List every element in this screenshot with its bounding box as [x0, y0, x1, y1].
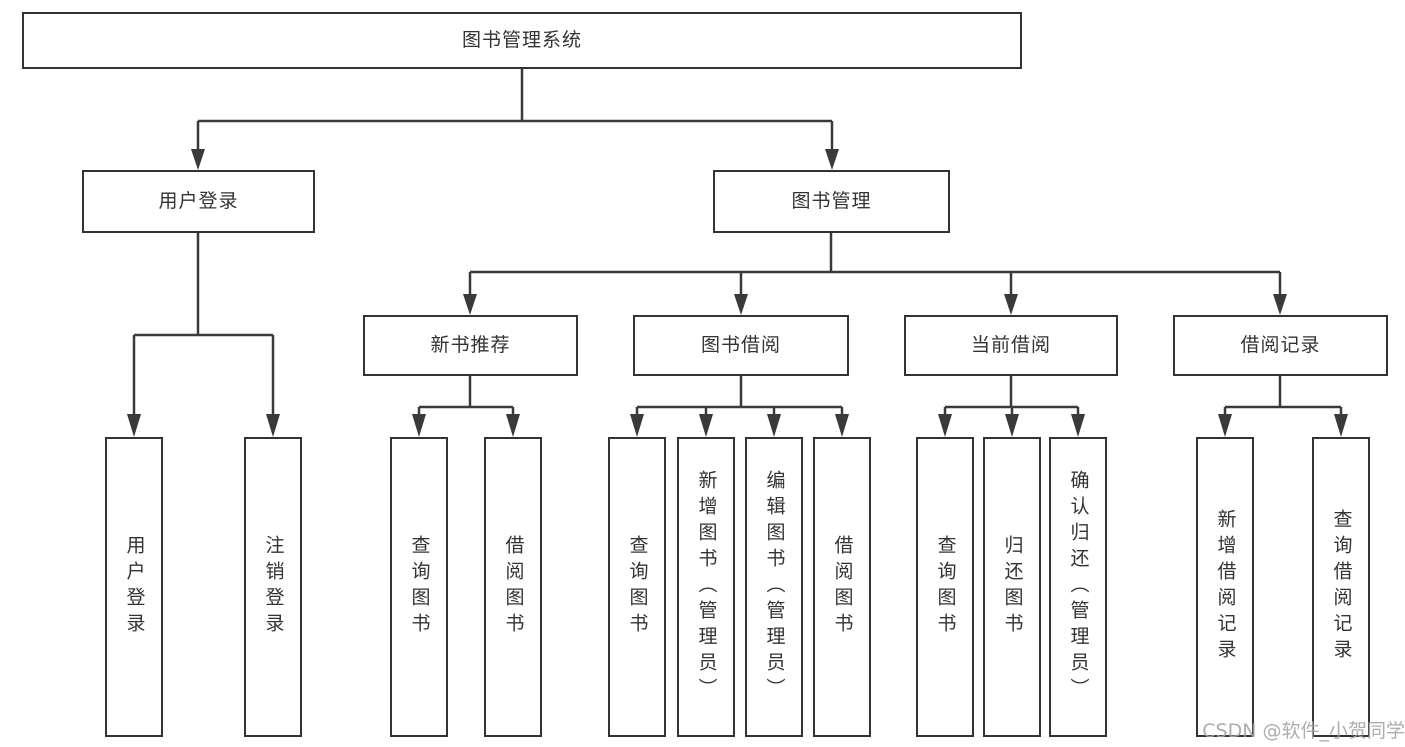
leaf-confirm-return-admin: 确认归还（管理员） — [1049, 437, 1107, 737]
node-current-borrow: 当前借阅 — [904, 315, 1118, 376]
csdn-watermark: CSDN @软件_小贺同学 — [1202, 720, 1405, 742]
leaf-query-books-borrow: 查询图书 — [608, 437, 666, 737]
leaf-user-login: 用户登录 — [105, 437, 163, 737]
leaf-query-borrow-record: 查询借阅记录 — [1312, 437, 1370, 737]
leaf-borrow-books: 借阅图书 — [813, 437, 871, 737]
leaf-add-borrow-record: 新增借阅记录 — [1196, 437, 1254, 737]
connector-bookmgmt-to-level3 — [463, 233, 1287, 315]
leaf-query-books-recommend: 查询图书 — [390, 437, 448, 737]
leaf-query-books-current: 查询图书 — [916, 437, 974, 737]
leaf-add-books-admin: 新增图书（管理员） — [677, 437, 735, 737]
connector-currentborrow-to-leaves — [938, 376, 1085, 437]
leaf-return-books: 归还图书 — [983, 437, 1041, 737]
leaf-edit-books-admin: 编辑图书（管理员） — [745, 437, 803, 737]
leaf-logout: 注销登录 — [244, 437, 302, 737]
connector-newbook-to-leaves — [412, 376, 520, 437]
node-user-login: 用户登录 — [82, 170, 315, 233]
connector-bookborrow-to-leaves — [630, 376, 849, 437]
node-new-book-recommend: 新书推荐 — [363, 315, 578, 376]
node-root-system: 图书管理系统 — [22, 12, 1022, 69]
node-book-borrow: 图书借阅 — [633, 315, 849, 376]
connector-userlogin-to-leaves — [127, 233, 280, 437]
connector-records-to-leaves — [1218, 376, 1348, 437]
leaf-borrow-books-recommend: 借阅图书 — [484, 437, 542, 737]
connector-root-to-level2 — [191, 69, 839, 170]
node-book-management: 图书管理 — [713, 170, 950, 233]
node-borrow-records: 借阅记录 — [1173, 315, 1388, 376]
